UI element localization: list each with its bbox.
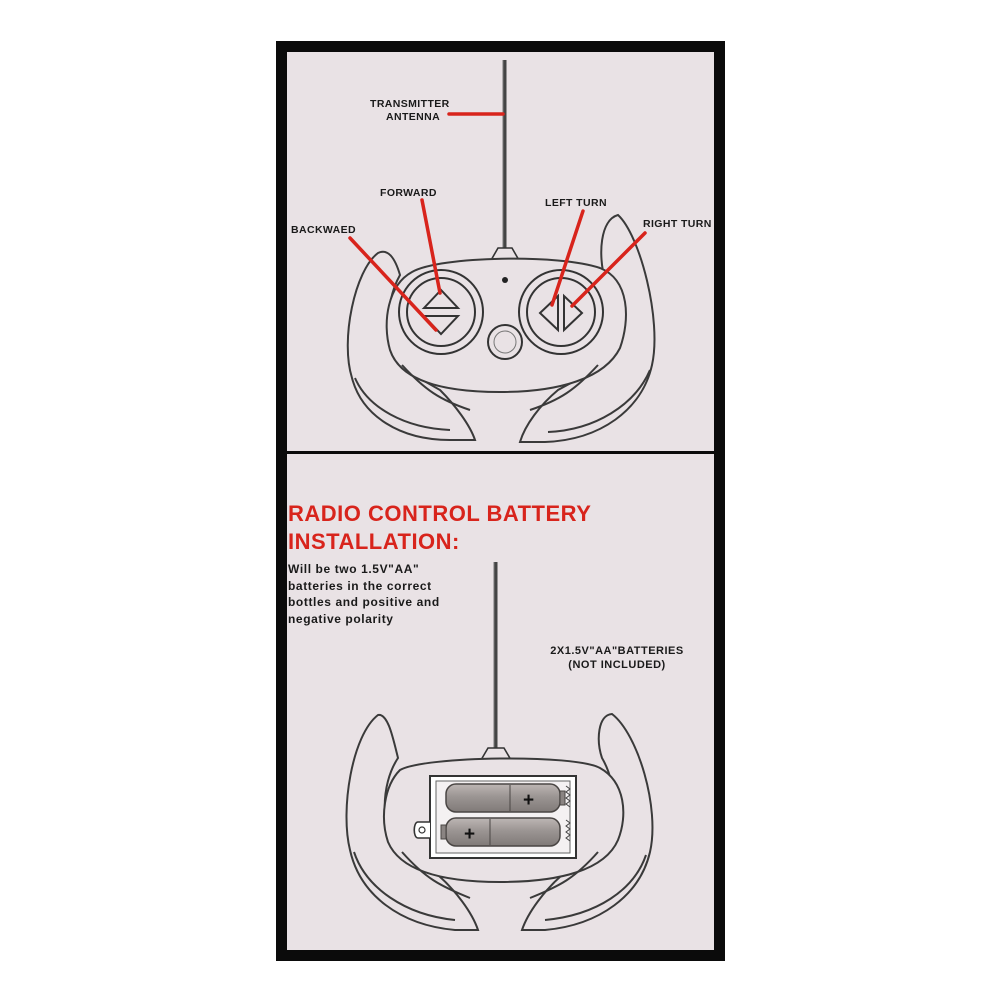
instruction-line: Will be two 1.5V"AA" [288, 562, 420, 576]
instruction-line: negative polarity [288, 611, 394, 626]
positive-terminal-icon: + [464, 824, 475, 845]
right-turn-label: RIGHT TURN [643, 218, 712, 230]
transmitter-antenna [479, 562, 513, 761]
left-arrow-icon [538, 293, 559, 333]
forward-backward-button [398, 269, 484, 355]
power-knob [487, 324, 523, 360]
callout-lines [348, 112, 647, 332]
divider-line [287, 451, 714, 454]
forward-label: FORWARD [380, 187, 437, 199]
battery-note-line-2: (NOT INCLUDED) [568, 659, 666, 671]
title-line-2: INSTALLATION: [288, 529, 460, 554]
battery-aa-2: + [440, 817, 561, 847]
antenna-label-line2: ANTENNA [386, 111, 440, 123]
antenna-label: TRANSMITTER [370, 98, 450, 110]
left-turn-label: LEFT TURN [545, 197, 607, 209]
battery-aa-1: + [445, 783, 566, 813]
instruction-line: bottles and positive and [288, 595, 440, 609]
positive-terminal-icon: + [523, 790, 534, 811]
battery-installation-title: RADIO CONTROL BATTERY INSTALLATION: [288, 500, 591, 556]
instruction-line: batteries in the correct [288, 578, 432, 593]
indicator-led [502, 277, 508, 283]
battery-note-line-1: 2X1.5V"AA"BATTERIES [550, 645, 684, 657]
battery-requirement-note: 2X1.5V"AA"BATTERIES (NOT INCLUDED) [522, 644, 712, 672]
backward-label: BACKWAED [291, 224, 356, 236]
battery-compartment: + + [413, 775, 577, 859]
left-right-button [518, 269, 604, 355]
battery-instructions: Will be two 1.5V"AA" batteries in the co… [288, 561, 488, 627]
forward-arrow-icon [421, 288, 461, 309]
title-line-1: RADIO CONTROL BATTERY [288, 501, 592, 526]
